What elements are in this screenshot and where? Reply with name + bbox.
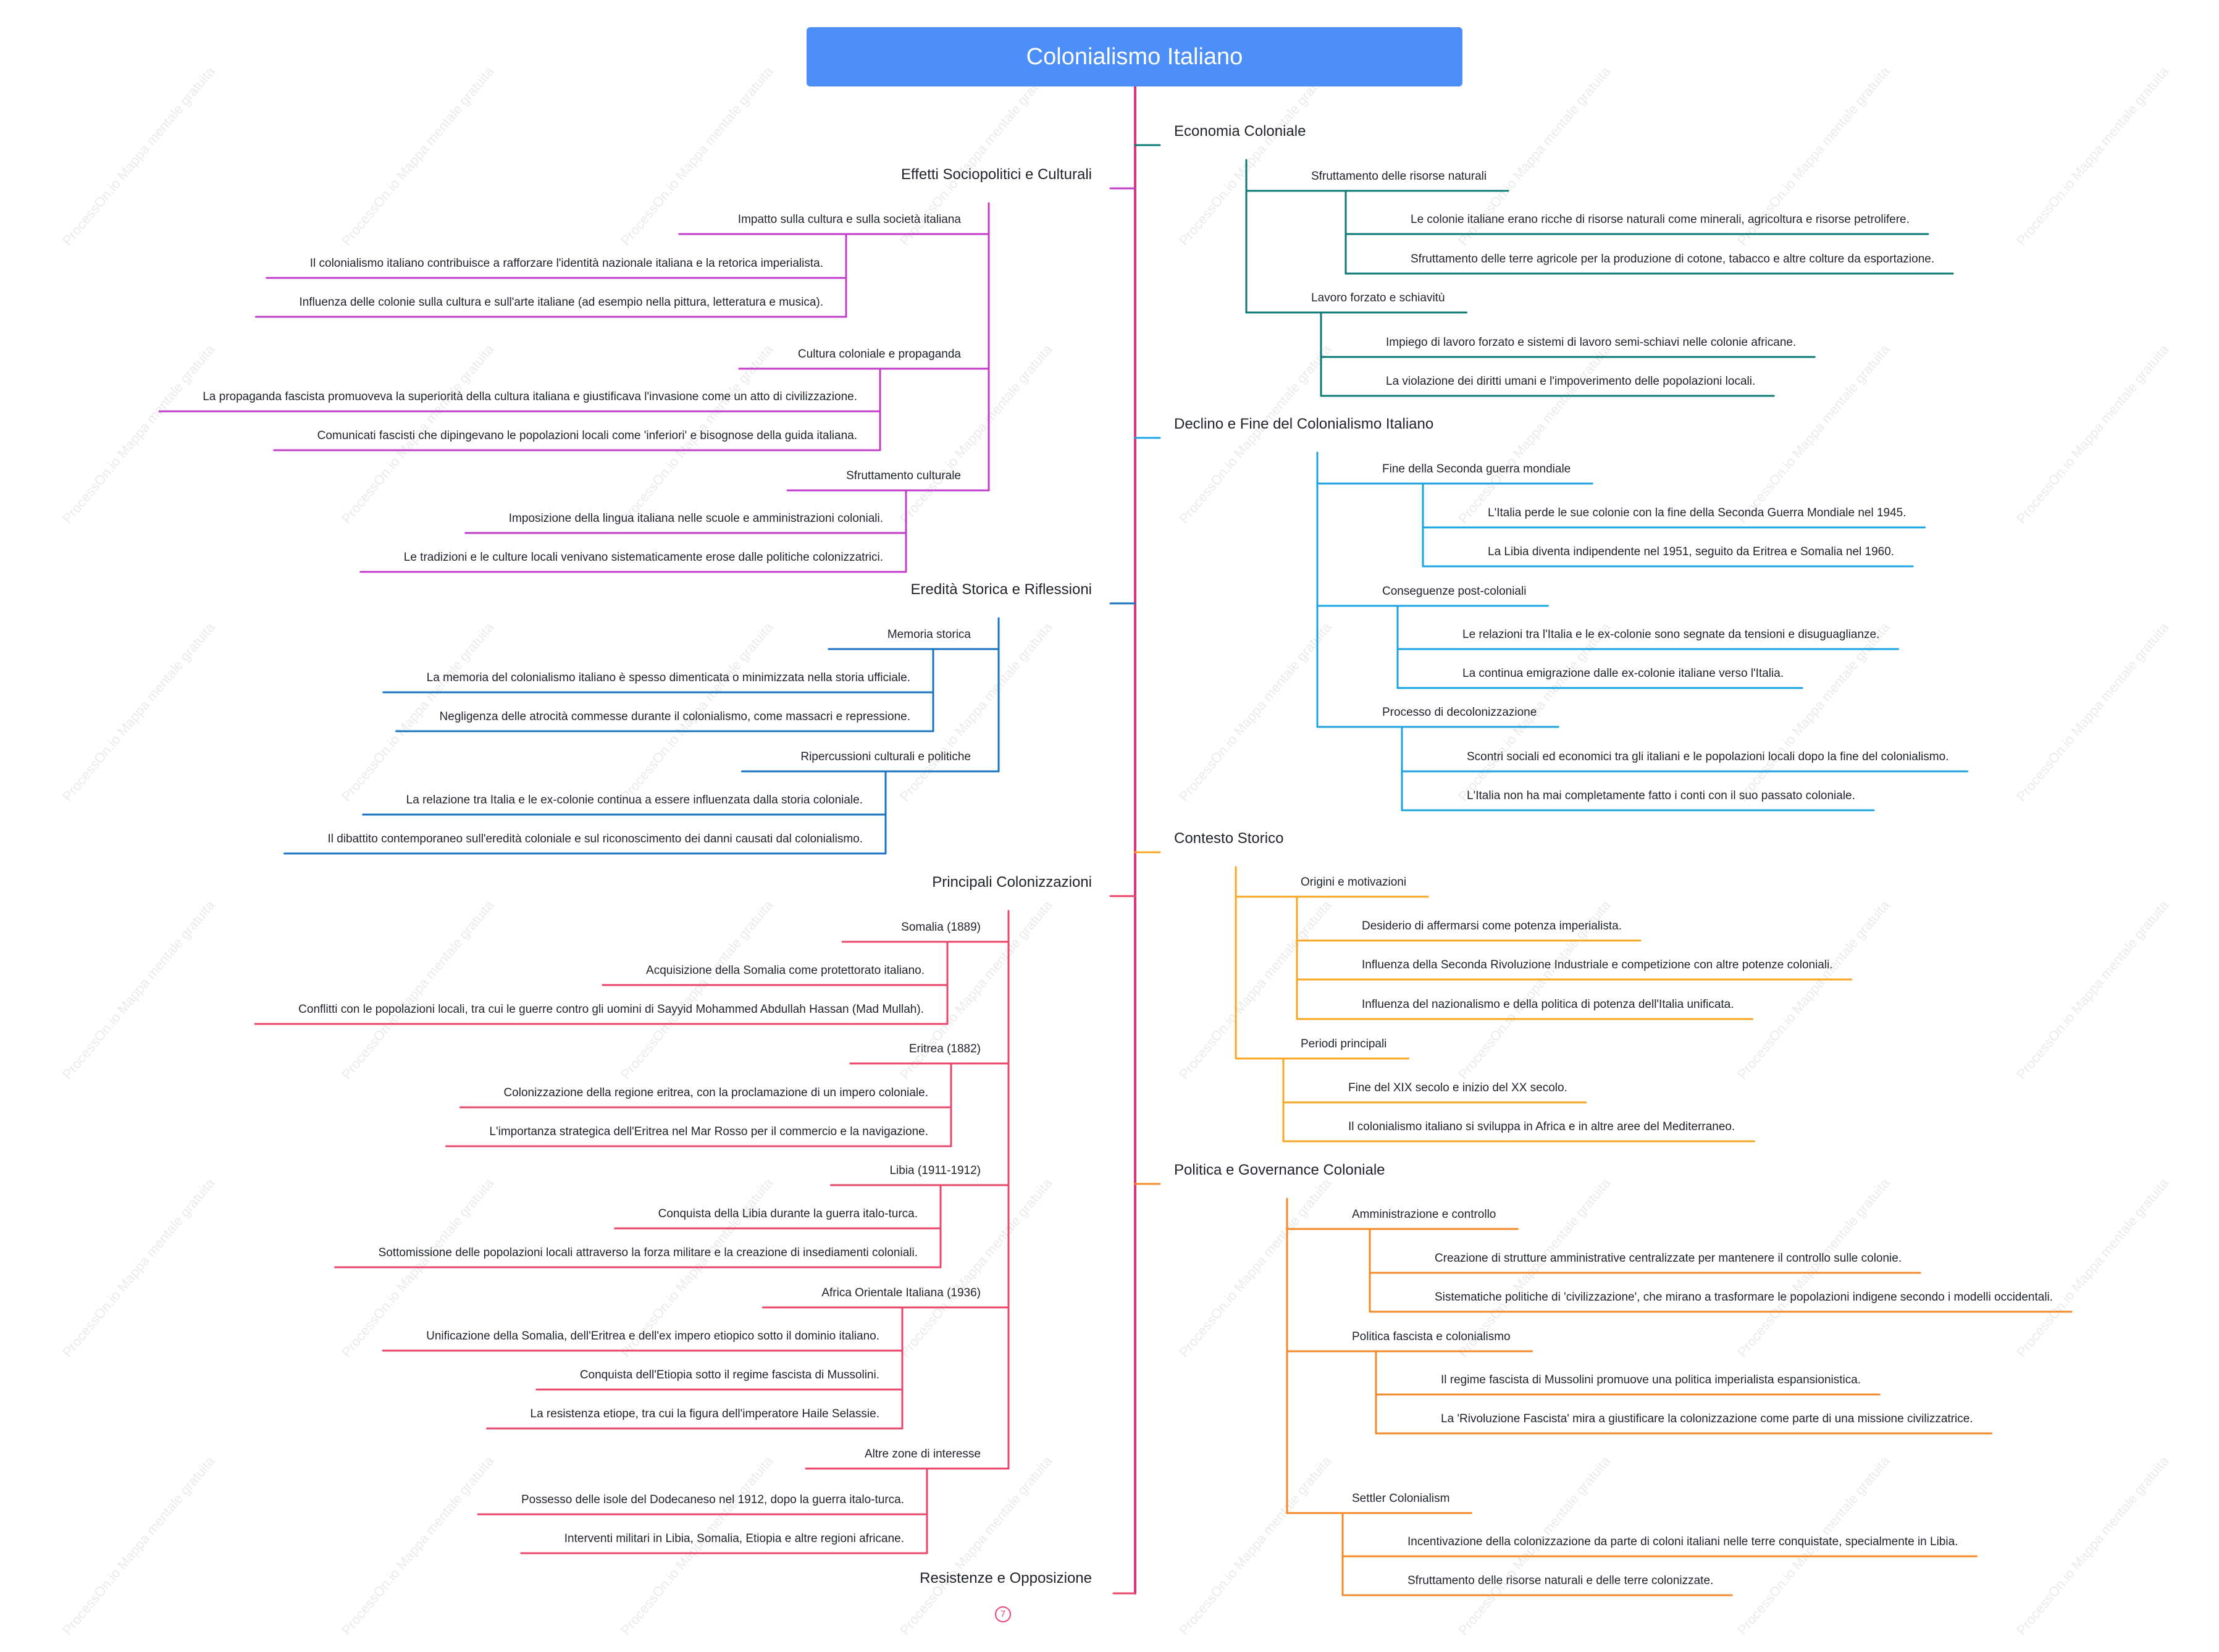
leaf-topic[interactable]: La continua emigrazione dalle ex-colonie…	[1462, 667, 1784, 680]
subtopic[interactable]: Origini e motivazioni	[1301, 876, 1407, 889]
leaf-topic[interactable]: Influenza del nazionalismo e della polit…	[1362, 998, 1734, 1011]
leaf-topic[interactable]: Incentivazione della colonizzazione da p…	[1407, 1535, 1958, 1548]
subtopic[interactable]: Libia (1911-1912)	[889, 1164, 981, 1177]
leaf-topic[interactable]: Il colonialismo italiano contribuisce a …	[309, 257, 823, 270]
subtopic[interactable]: Sfruttamento delle risorse naturali	[1311, 170, 1487, 183]
subtopic[interactable]: Periodi principali	[1301, 1038, 1387, 1050]
leaf-topic[interactable]: Possesso delle isole del Dodecaneso nel …	[521, 1493, 904, 1506]
leaf-topic[interactable]: Impiego di lavoro forzato e sistemi di l…	[1386, 336, 1797, 349]
leaf-topic[interactable]: La violazione dei diritti umani e l'impo…	[1386, 375, 1756, 388]
leaf-topic[interactable]: La 'Rivoluzione Fascista' mira a giustif…	[1441, 1412, 1973, 1425]
root-title: Colonialismo Italiano	[1026, 43, 1243, 70]
collapse-count-badge[interactable]: 7	[995, 1606, 1011, 1622]
subtopic[interactable]: Ripercussioni culturali e politiche	[800, 750, 971, 763]
subtopic[interactable]: Memoria storica	[887, 628, 971, 641]
leaf-topic[interactable]: Unificazione della Somalia, dell'Eritrea…	[426, 1330, 879, 1343]
leaf-topic[interactable]: Il regime fascista di Mussolini promuove…	[1441, 1373, 1861, 1386]
leaf-topic[interactable]: Le relazioni tra l'Italia e le ex-coloni…	[1462, 628, 1880, 641]
leaf-topic[interactable]: Acquisizione della Somalia come protetto…	[646, 964, 925, 977]
leaf-topic[interactable]: Interventi militari in Libia, Somalia, E…	[564, 1532, 904, 1545]
leaf-topic[interactable]: Le tradizioni e le culture locali veniva…	[403, 551, 883, 564]
subtopic[interactable]: Processo di decolonizzazione	[1382, 706, 1537, 719]
leaf-topic[interactable]: Sfruttamento delle risorse naturali e de…	[1407, 1574, 1714, 1587]
leaf-topic[interactable]: La Libia diventa indipendente nel 1951, …	[1488, 545, 1895, 558]
leaf-topic[interactable]: Il colonialismo italiano si sviluppa in …	[1348, 1120, 1735, 1133]
branch-topic-economia[interactable]: Economia Coloniale	[1174, 123, 1306, 140]
leaf-topic[interactable]: Conquista dell'Etiopia sotto il regime f…	[579, 1369, 879, 1382]
leaf-topic[interactable]: Influenza della Seconda Rivoluzione Indu…	[1362, 958, 1833, 971]
branch-topic-declino[interactable]: Declino e Fine del Colonialismo Italiano	[1174, 416, 1434, 432]
leaf-topic[interactable]: Fine del XIX secolo e inizio del XX seco…	[1348, 1081, 1567, 1094]
leaf-topic[interactable]: L'importanza strategica dell'Eritrea nel…	[489, 1125, 928, 1138]
leaf-topic[interactable]: Influenza delle colonie sulla cultura e …	[299, 296, 823, 309]
branch-topic-principali[interactable]: Principali Colonizzazioni	[932, 874, 1092, 891]
leaf-topic[interactable]: Desiderio di affermarsi come potenza imp…	[1362, 920, 1622, 933]
leaf-topic[interactable]: Creazione di strutture amministrative ce…	[1435, 1252, 1902, 1265]
branch-topic-resistenze[interactable]: Resistenze e Opposizione	[920, 1570, 1092, 1587]
leaf-topic[interactable]: Il dibattito contemporaneo sull'eredità …	[327, 832, 863, 845]
subtopic[interactable]: Impatto sulla cultura e sulla società it…	[737, 213, 961, 226]
subtopic[interactable]: Africa Orientale Italiana (1936)	[821, 1286, 981, 1299]
root-topic[interactable]: Colonialismo Italiano	[807, 27, 1462, 86]
leaf-topic[interactable]: La propaganda fascista promuoveva la sup…	[203, 390, 857, 403]
leaf-topic[interactable]: Sistematiche politiche di 'civilizzazion…	[1435, 1291, 2053, 1304]
leaf-topic[interactable]: La relazione tra Italia e le ex-colonie …	[406, 794, 863, 807]
subtopic[interactable]: Eritrea (1882)	[908, 1042, 981, 1055]
leaf-topic[interactable]: Le colonie italiane erano ricche di riso…	[1411, 213, 1910, 226]
leaf-topic[interactable]: L'Italia perde le sue colonie con la fin…	[1488, 506, 1906, 519]
leaf-topic[interactable]: La memoria del colonialismo italiano è s…	[426, 671, 910, 684]
leaf-topic[interactable]: La resistenza etiope, tra cui la figura …	[530, 1407, 879, 1420]
subtopic[interactable]: Cultura coloniale e propaganda	[797, 348, 961, 361]
leaf-topic[interactable]: Conflitti con le popolazioni locali, tra…	[298, 1003, 924, 1016]
leaf-topic[interactable]: Sfruttamento delle terre agricole per la…	[1411, 253, 1935, 266]
leaf-topic[interactable]: Scontri sociali ed economici tra gli ita…	[1467, 750, 1949, 763]
leaf-topic[interactable]: Colonizzazione della regione eritrea, co…	[503, 1086, 928, 1099]
leaf-topic[interactable]: L'Italia non ha mai completamente fatto …	[1467, 789, 1855, 802]
leaf-topic[interactable]: Conquista della Libia durante la guerra …	[658, 1207, 918, 1220]
leaf-topic[interactable]: Comunicati fascisti che dipingevano le p…	[317, 429, 857, 442]
subtopic[interactable]: Altre zone di interesse	[865, 1448, 981, 1461]
branch-topic-effetti[interactable]: Effetti Sociopolitici e Culturali	[900, 166, 1092, 183]
subtopic[interactable]: Sfruttamento culturale	[846, 469, 961, 482]
subtopic[interactable]: Amministrazione e controllo	[1352, 1208, 1496, 1221]
leaf-topic[interactable]: Sottomissione delle popolazioni locali a…	[378, 1246, 918, 1259]
branch-topic-politica[interactable]: Politica e Governance Coloniale	[1174, 1162, 1385, 1178]
subtopic[interactable]: Somalia (1889)	[901, 921, 981, 934]
leaf-topic[interactable]: Imposizione della lingua italiana nelle …	[508, 512, 883, 525]
branch-topic-eredita[interactable]: Eredità Storica e Riflessioni	[910, 581, 1092, 598]
subtopic[interactable]: Politica fascista e colonialismo	[1352, 1330, 1511, 1343]
subtopic[interactable]: Conseguenze post-coloniali	[1382, 585, 1527, 598]
subtopic[interactable]: Fine della Seconda guerra mondiale	[1382, 463, 1571, 476]
subtopic[interactable]: Settler Colonialism	[1352, 1492, 1450, 1505]
branch-topic-contesto[interactable]: Contesto Storico	[1174, 830, 1284, 847]
subtopic[interactable]: Lavoro forzato e schiavitù	[1311, 291, 1445, 304]
leaf-topic[interactable]: Negligenza delle atrocità commesse duran…	[439, 710, 910, 723]
